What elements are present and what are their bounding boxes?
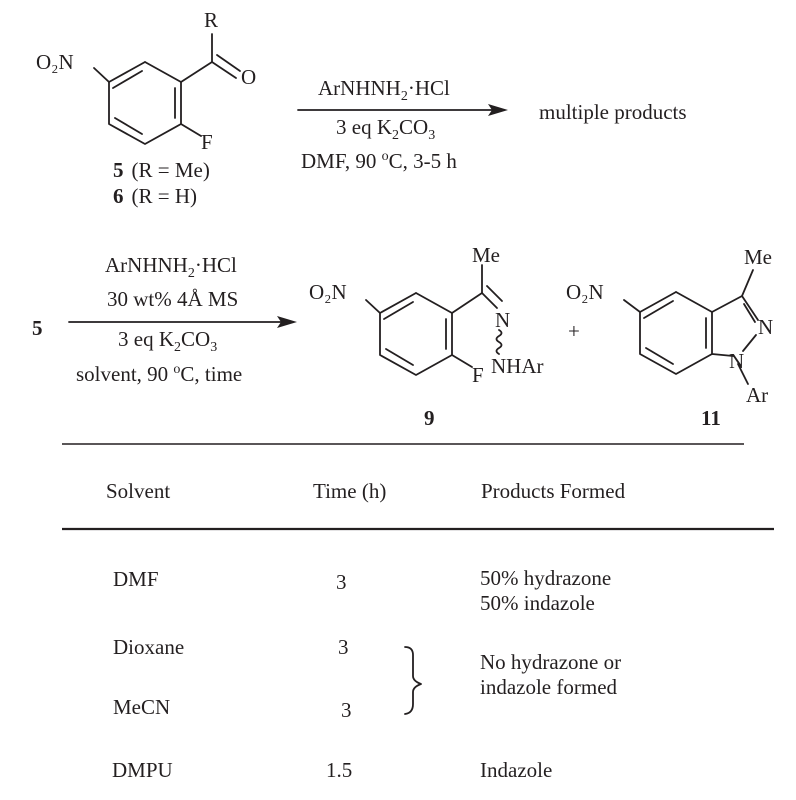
pyrazole-nitrogen-1: N xyxy=(729,349,744,373)
benzo-ring-bonds xyxy=(639,291,713,375)
ring-double-bond xyxy=(645,347,674,365)
bond-ring-F xyxy=(451,354,473,368)
compound-6-label: 6(R = H) xyxy=(113,184,197,208)
ring-double-bond xyxy=(643,300,674,319)
compound-11-label: 11 xyxy=(701,406,721,430)
imine-nitrogen: N xyxy=(495,308,510,332)
pyrazole-double-bond xyxy=(743,303,756,323)
imine-double-bond xyxy=(486,285,503,302)
cell-products-line2: 50% indazole xyxy=(480,591,595,615)
ring-bonds xyxy=(379,292,453,376)
methyl-label: Me xyxy=(472,243,500,267)
carbonyl-double-bond xyxy=(211,61,237,79)
cell-time: 3 xyxy=(338,635,349,659)
cell-time: 1.5 xyxy=(326,758,352,782)
carbonyl-oxygen: O xyxy=(241,65,256,89)
hydrazone-9-structure xyxy=(365,264,503,376)
bond-ring-F xyxy=(180,123,202,137)
fluorine-label: F xyxy=(201,130,213,154)
bond-ring-NO2 xyxy=(365,299,381,314)
bond-ring-NO2 xyxy=(623,299,641,313)
table-row: DMPU 1.5 Indazole xyxy=(112,758,552,782)
bond-ring-carbonyl xyxy=(180,61,213,83)
ring-double-bond xyxy=(112,70,143,89)
table-header-solvent: Solvent xyxy=(106,479,170,503)
compound-9-label: 9 xyxy=(424,406,435,430)
arrow2-conditions: solvent, 90 oC, time xyxy=(76,362,242,386)
bond-N2-N1 xyxy=(742,334,757,352)
imine-double-bond xyxy=(481,292,498,309)
aryl-label: Ar xyxy=(746,383,768,407)
cell-solvent: DMF xyxy=(113,567,159,591)
table-header-products: Products Formed xyxy=(481,479,626,503)
wavy-bond xyxy=(495,329,503,355)
table-row: MeCN 3 xyxy=(113,695,352,722)
reaction-arrow-2 xyxy=(68,316,297,328)
bond-to-methyl xyxy=(741,269,754,297)
arrow1-reagent: ArNHNH2·HCl xyxy=(318,76,450,104)
multiple-products-text: multiple products xyxy=(539,100,687,124)
arrow2-additive: 30 wt% 4Å MS xyxy=(107,287,238,311)
cell-solvent: Dioxane xyxy=(113,635,184,659)
starting-material-5: 5 xyxy=(32,316,43,340)
grouped-products-line1: No hydrazone or xyxy=(480,650,621,674)
cell-products-line1: 50% hydrazone xyxy=(480,566,611,590)
ring-double-bond xyxy=(385,348,414,366)
grouping-brace xyxy=(404,646,422,715)
substituent-R: R xyxy=(204,8,218,32)
ring-bonds xyxy=(108,61,182,145)
pyrazole-nitrogen-2: N xyxy=(758,315,773,339)
cell-solvent: DMPU xyxy=(112,758,173,782)
carbonyl-double-bond xyxy=(216,54,241,72)
table-row: Dioxane 3 xyxy=(113,635,349,659)
cell-time: 3 xyxy=(341,698,352,722)
nitro-group-label: O₂N xyxy=(309,280,347,304)
nhar-label: NHAr xyxy=(491,354,544,378)
cell-solvent: MeCN xyxy=(113,695,170,719)
table-row: DMF 3 50% hydrazone 50% indazole xyxy=(113,566,611,615)
methyl-label: Me xyxy=(744,245,772,269)
arrow2-base: 3 eq K2CO3 xyxy=(118,327,217,355)
bond-ring-imine-carbon xyxy=(451,292,483,314)
nitro-group-label: O₂N xyxy=(36,50,74,74)
cell-time: 3 xyxy=(336,570,347,594)
bond-N1-ring xyxy=(711,353,734,357)
bond-N1-aryl xyxy=(737,363,749,385)
ring-double-bond xyxy=(383,301,414,320)
compound-5-label: 5(R = Me) xyxy=(113,158,210,182)
reaction-arrow-1 xyxy=(297,104,508,116)
cell-products-line1: Indazole xyxy=(480,758,552,782)
plus-sign: + xyxy=(568,319,580,343)
fluorine-label: F xyxy=(472,363,484,387)
arrow1-conditions: DMF, 90 oC, 3-5 h xyxy=(301,149,457,173)
nitro-group-label: O₂N xyxy=(566,280,604,304)
arrow1-base: 3 eq K2CO3 xyxy=(336,115,435,143)
ring-double-bond xyxy=(114,117,143,135)
grouped-products-line2: indazole formed xyxy=(480,675,618,699)
table-header-time: Time (h) xyxy=(313,479,386,503)
arrow2-reagent: ArNHNH2·HCl xyxy=(105,253,237,281)
indazole-11-structure xyxy=(623,269,759,385)
bond-ring-NO2 xyxy=(93,67,110,83)
compound-5-6-structure xyxy=(93,33,241,145)
